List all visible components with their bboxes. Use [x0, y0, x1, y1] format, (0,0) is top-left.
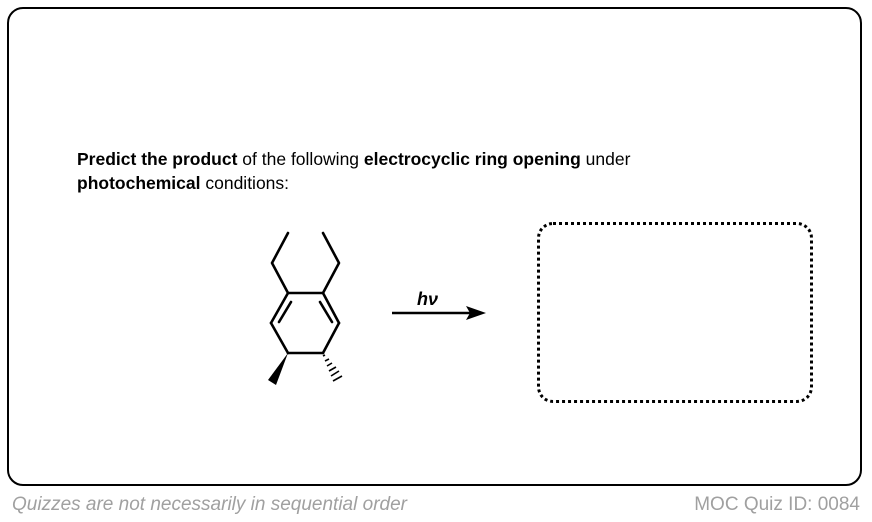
question-text: Predict the product of the following ele…: [77, 147, 797, 195]
answer-box[interactable]: [537, 222, 813, 403]
question-bold-2: electrocyclic ring opening: [363, 149, 581, 169]
starting-material-structure: [269, 231, 341, 355]
question-text-3: under: [580, 149, 631, 169]
question-text-4: conditions:: [200, 173, 290, 193]
wedge-bond: [268, 353, 288, 385]
quiz-card: [7, 7, 862, 486]
question-text-2: of the following: [237, 149, 364, 169]
reaction-arrow: [392, 306, 486, 320]
question-bold-1: Predict the product: [77, 149, 238, 169]
sequence-note: Quizzes are not necessarily in sequentia…: [12, 494, 407, 515]
hashed-bond: [322, 354, 343, 382]
quiz-id: MOC Quiz ID: 0084: [694, 494, 860, 515]
question-bold-3: photochemical: [77, 173, 201, 193]
photochemical-condition-label: hν: [417, 289, 438, 309]
